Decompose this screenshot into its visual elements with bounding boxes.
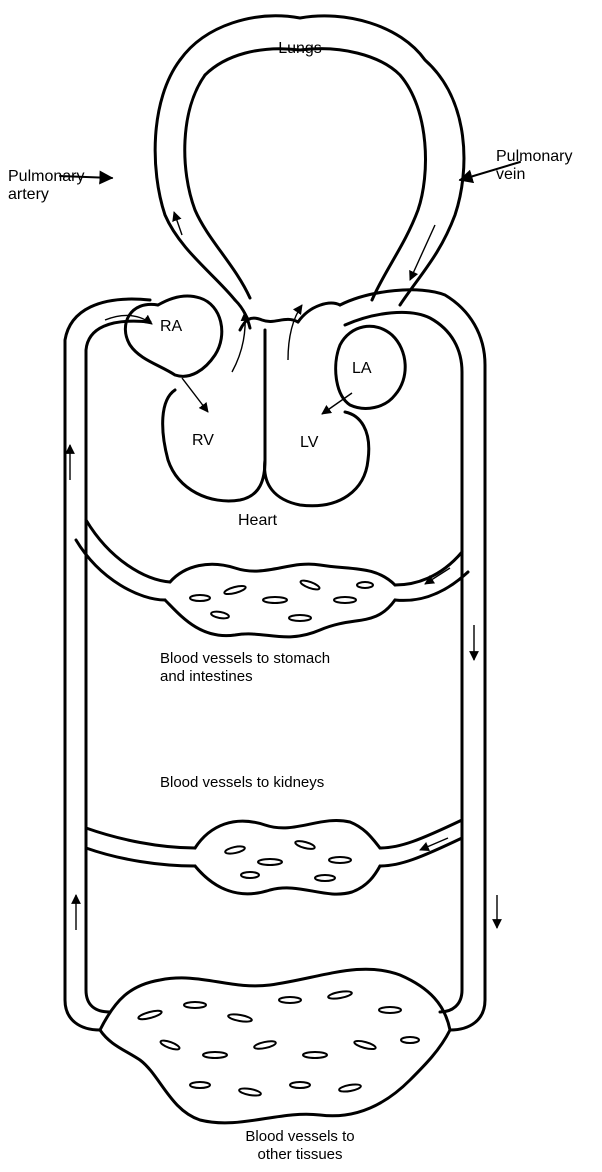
lungs-label: Lungs (278, 40, 322, 58)
pulmonary-artery-label: Pulmonary artery (8, 168, 84, 204)
stomach-capillary-bed (76, 520, 468, 637)
left-ventricle-label: LV (300, 434, 318, 452)
heart-label: Heart (238, 512, 277, 530)
stomach-inflow-arrow (425, 568, 450, 584)
lv-outflow-arrow (288, 305, 302, 360)
kidney-inflow-arrow (420, 838, 448, 850)
kidney-capillary-bed (86, 820, 462, 894)
other-tissues-capillary-bed (100, 969, 450, 1123)
left-atrium-label: LA (352, 360, 372, 378)
other-tissues-vessels-label: Blood vessels to other tissues (245, 1128, 354, 1164)
right-ventricle-label: RV (192, 432, 214, 450)
pulmonary-vein-label: Pulmonary vein (496, 148, 572, 184)
stomach-vessels-label: Blood vessels to stomach and intestines (160, 650, 330, 686)
right-atrium-label: RA (160, 318, 182, 336)
rv-outflow-arrow (232, 312, 245, 372)
kidney-vessels-label: Blood vessels to kidneys (160, 774, 324, 792)
ra-to-rv-arrow (182, 378, 208, 412)
